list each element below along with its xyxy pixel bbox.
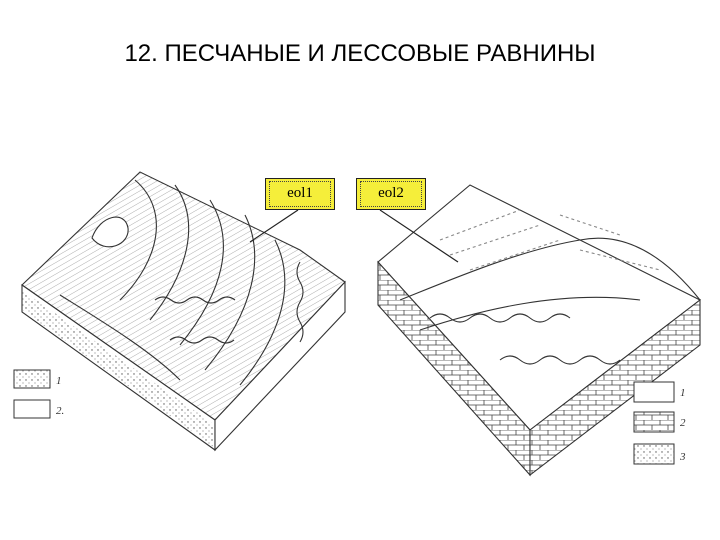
- legend-right-swatch-2: [633, 411, 675, 433]
- legend-right: [633, 381, 675, 465]
- eol2-leader-line: [379, 209, 459, 263]
- sand-plain-block: [21, 171, 346, 452]
- eol2-label-text: eol2: [378, 185, 404, 201]
- eol1-label-text: eol1: [287, 185, 313, 201]
- legend-right-swatch-1: [633, 381, 675, 403]
- page-title: 12. ПЕСЧАНЫЕ И ЛЕССОВЫЕ РАВНИНЫ: [124, 40, 596, 67]
- loess-plain-block: [377, 184, 702, 477]
- legend-left: [13, 369, 51, 419]
- legend-left-swatch-1: [13, 369, 51, 389]
- legend-left-swatch-2: [13, 399, 51, 419]
- legend-left-label-2: 2.: [56, 405, 64, 417]
- legend-left-label-1: 1: [56, 375, 62, 387]
- eol1-leader-line: [249, 209, 299, 243]
- legend-right-swatch-3: [633, 443, 675, 465]
- eol2-label: eol2: [356, 178, 426, 210]
- legend-right-label-3: 3: [679, 451, 686, 463]
- legend-right-label-1: 1: [680, 387, 686, 399]
- legend-right-label-2: 2: [680, 417, 686, 429]
- eol1-label: eol1: [265, 178, 335, 210]
